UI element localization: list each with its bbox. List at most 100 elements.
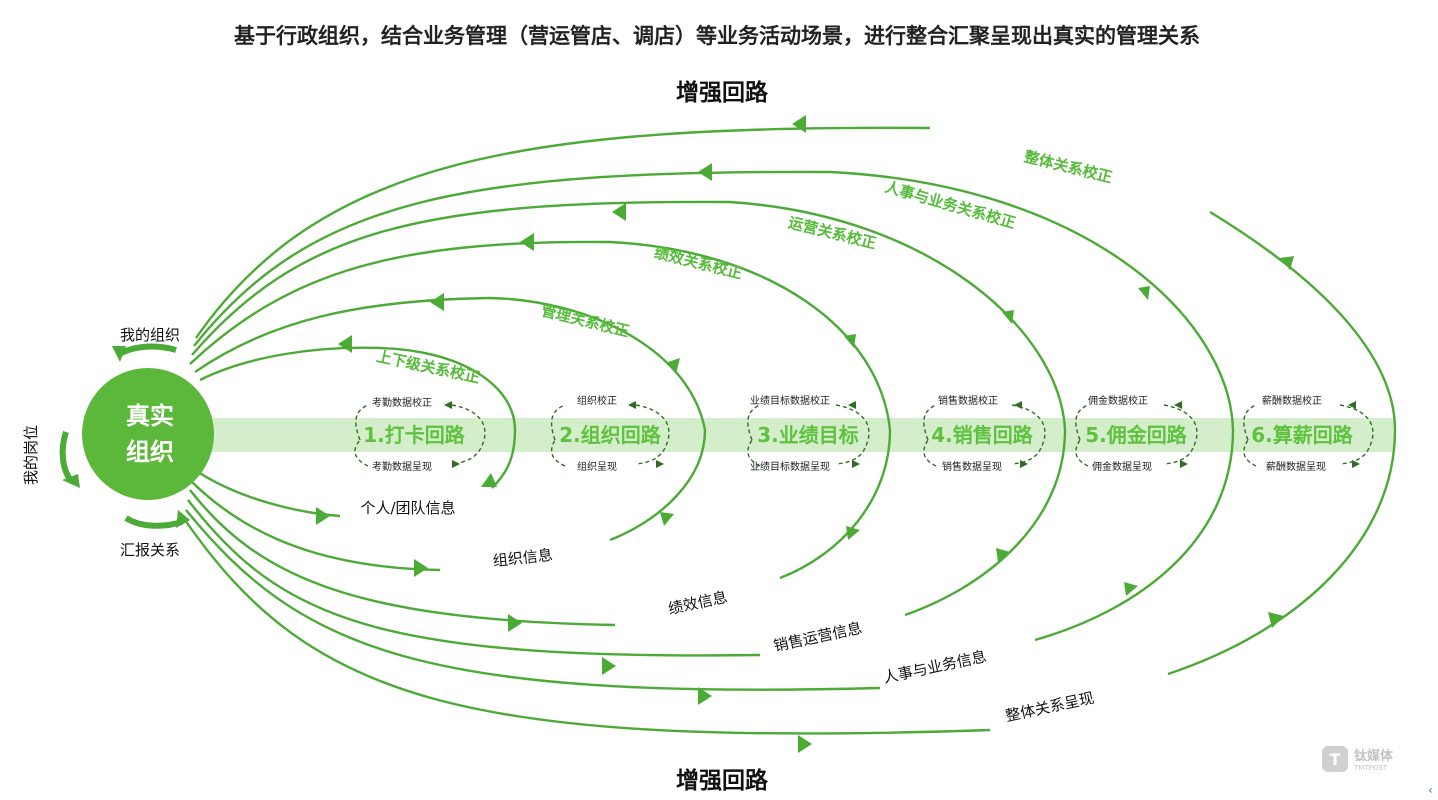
arrowhead-9 <box>660 512 674 526</box>
arrowhead-21 <box>602 657 616 675</box>
sub-arrow-3a <box>848 401 856 409</box>
logo-mark-letter: T <box>1330 750 1341 769</box>
logo-brand: 钛媒体 <box>1353 748 1394 764</box>
loop-arc-3-bottom <box>779 429 892 580</box>
node-sub-top-3: 业绩目标数据校正 <box>750 394 830 407</box>
subloop-2 <box>550 404 670 467</box>
correction-label-6: 整体关系校正 <box>1022 147 1114 186</box>
node-subloops <box>354 404 1374 467</box>
loop-arc-2-info <box>189 479 441 572</box>
subloop-5 <box>1075 404 1198 467</box>
core-arrow-top <box>116 343 177 358</box>
label-my-org: 我的组织 <box>120 326 180 344</box>
sub-arrow-2a <box>628 401 636 409</box>
core-arrowhead-top <box>112 346 126 362</box>
node-sub-top-6: 薪酬数据校正 <box>1262 394 1322 407</box>
core-circle <box>82 368 214 500</box>
info-label-3: 绩效信息 <box>667 588 729 618</box>
arrowhead-4 <box>612 203 626 221</box>
node-sub-bottom-6: 薪酬数据呈现 <box>1266 460 1326 473</box>
sub-arrow-6a <box>1348 401 1356 409</box>
core-arrow-left <box>59 431 75 484</box>
logo-sub: TMTPOST <box>1353 764 1388 772</box>
node-sub-bottom-5: 佣金数据呈现 <box>1092 460 1152 473</box>
arrowhead-14 <box>1138 286 1150 300</box>
loop-arc-5-info <box>185 509 881 691</box>
sub-arrow-5a <box>1174 401 1182 409</box>
arrowhead-10 <box>844 334 856 348</box>
sub-arrow-2b <box>656 460 664 468</box>
subloop-1 <box>354 404 486 467</box>
subloop-3 <box>747 404 870 467</box>
core-arrowhead-left <box>62 474 80 488</box>
correction-label-5: 人事与业务关系校正 <box>883 178 1018 233</box>
core-arrowhead-bottom <box>176 510 190 528</box>
core-text-line2: 组织 <box>126 438 174 466</box>
info-label-6: 整体关系呈现 <box>1004 689 1096 725</box>
loop-arc-3-info <box>189 489 616 627</box>
node-sub-bottom-2: 组织呈现 <box>577 460 617 473</box>
loop-arc-4-bottom <box>904 429 1067 617</box>
loop-arcs <box>184 126 1397 735</box>
arrowhead-1 <box>338 335 352 353</box>
arrowhead-17 <box>1268 612 1284 628</box>
arrowhead-2 <box>430 293 444 311</box>
subloop-arrowheads <box>444 401 1360 468</box>
arrowhead-16 <box>1280 256 1294 270</box>
loop-arc-2-top <box>194 296 707 431</box>
watermark-logo: T 钛媒体 TMTPOST <box>1322 746 1394 772</box>
arrowhead-23 <box>798 735 812 753</box>
sub-arrow-3b <box>852 460 860 468</box>
loop-arc-4-top <box>191 200 1067 431</box>
arrowhead-13 <box>996 548 1010 562</box>
node-sub-top-5: 佣金数据校正 <box>1088 394 1148 407</box>
arrowhead-15 <box>1124 582 1138 596</box>
arrowhead-20 <box>508 614 522 632</box>
arrowhead-18 <box>316 507 330 525</box>
sub-arrow-4b <box>1020 460 1028 468</box>
arrowhead-12 <box>1002 310 1014 324</box>
node-label-1: 1.打卡回路 <box>363 423 466 447</box>
core-text-line1: 真实 <box>126 402 174 430</box>
arrowhead-11 <box>846 526 860 540</box>
arrowhead-3 <box>520 233 534 251</box>
page-title: 基于行政组织，结合业务管理（营运管店、调店）等业务活动场景，进行整合汇聚呈现出真… <box>234 24 1200 48</box>
loop-arc-6-info <box>184 519 991 735</box>
logo-mark <box>1322 746 1348 772</box>
corner-icon: ‹ <box>1428 783 1433 797</box>
node-label-4: 4.销售回路 <box>931 423 1034 447</box>
loop-arc-4-info <box>187 499 761 657</box>
loop-arc-5-bottom <box>1034 429 1235 642</box>
node-sub-bottom-1: 考勤数据呈现 <box>372 460 432 473</box>
node-label-3: 3.业绩目标 <box>757 423 859 447</box>
process-band <box>200 418 1395 452</box>
node-label-5: 5.佣金回路 <box>1085 423 1188 447</box>
subloop-4 <box>923 404 1046 467</box>
sub-arrow-4a <box>1014 401 1022 409</box>
loop-title-top: 增强回路 <box>676 79 769 106</box>
arrowhead-5 <box>698 163 712 181</box>
info-label-5: 人事与业务信息 <box>882 647 988 686</box>
label-my-post: 我的岗位 <box>22 425 40 485</box>
arc-arrowheads <box>316 115 1294 753</box>
loop-arc-2-bottom <box>609 429 707 542</box>
node-sub-top-2: 组织校正 <box>577 394 617 407</box>
loop-arc-5-top <box>193 170 1235 431</box>
sub-arrow-1a <box>444 401 452 409</box>
info-label-1: 个人/团队信息 <box>360 499 455 517</box>
loop-arc-1-top <box>199 346 517 431</box>
core-rotation-arrowheads <box>62 346 190 528</box>
loop-arc-6-top <box>195 126 931 339</box>
arrowhead-22 <box>698 687 712 705</box>
correction-label-3: 绩效关系校正 <box>652 243 744 282</box>
node-sub-bottom-4: 销售数据呈现 <box>942 460 1002 473</box>
arrowhead-19 <box>414 559 428 577</box>
label-report: 汇报关系 <box>120 541 180 559</box>
correction-label-2: 管理关系校正 <box>539 301 631 340</box>
node-label-6: 6.算薪回路 <box>1251 423 1354 447</box>
sub-arrow-5b <box>1180 460 1188 468</box>
arrowhead-7 <box>481 473 497 487</box>
node-label-2: 2.组织回路 <box>559 423 662 447</box>
loop-title-bottom: 增强回路 <box>676 767 769 794</box>
arrowhead-6 <box>792 115 806 133</box>
